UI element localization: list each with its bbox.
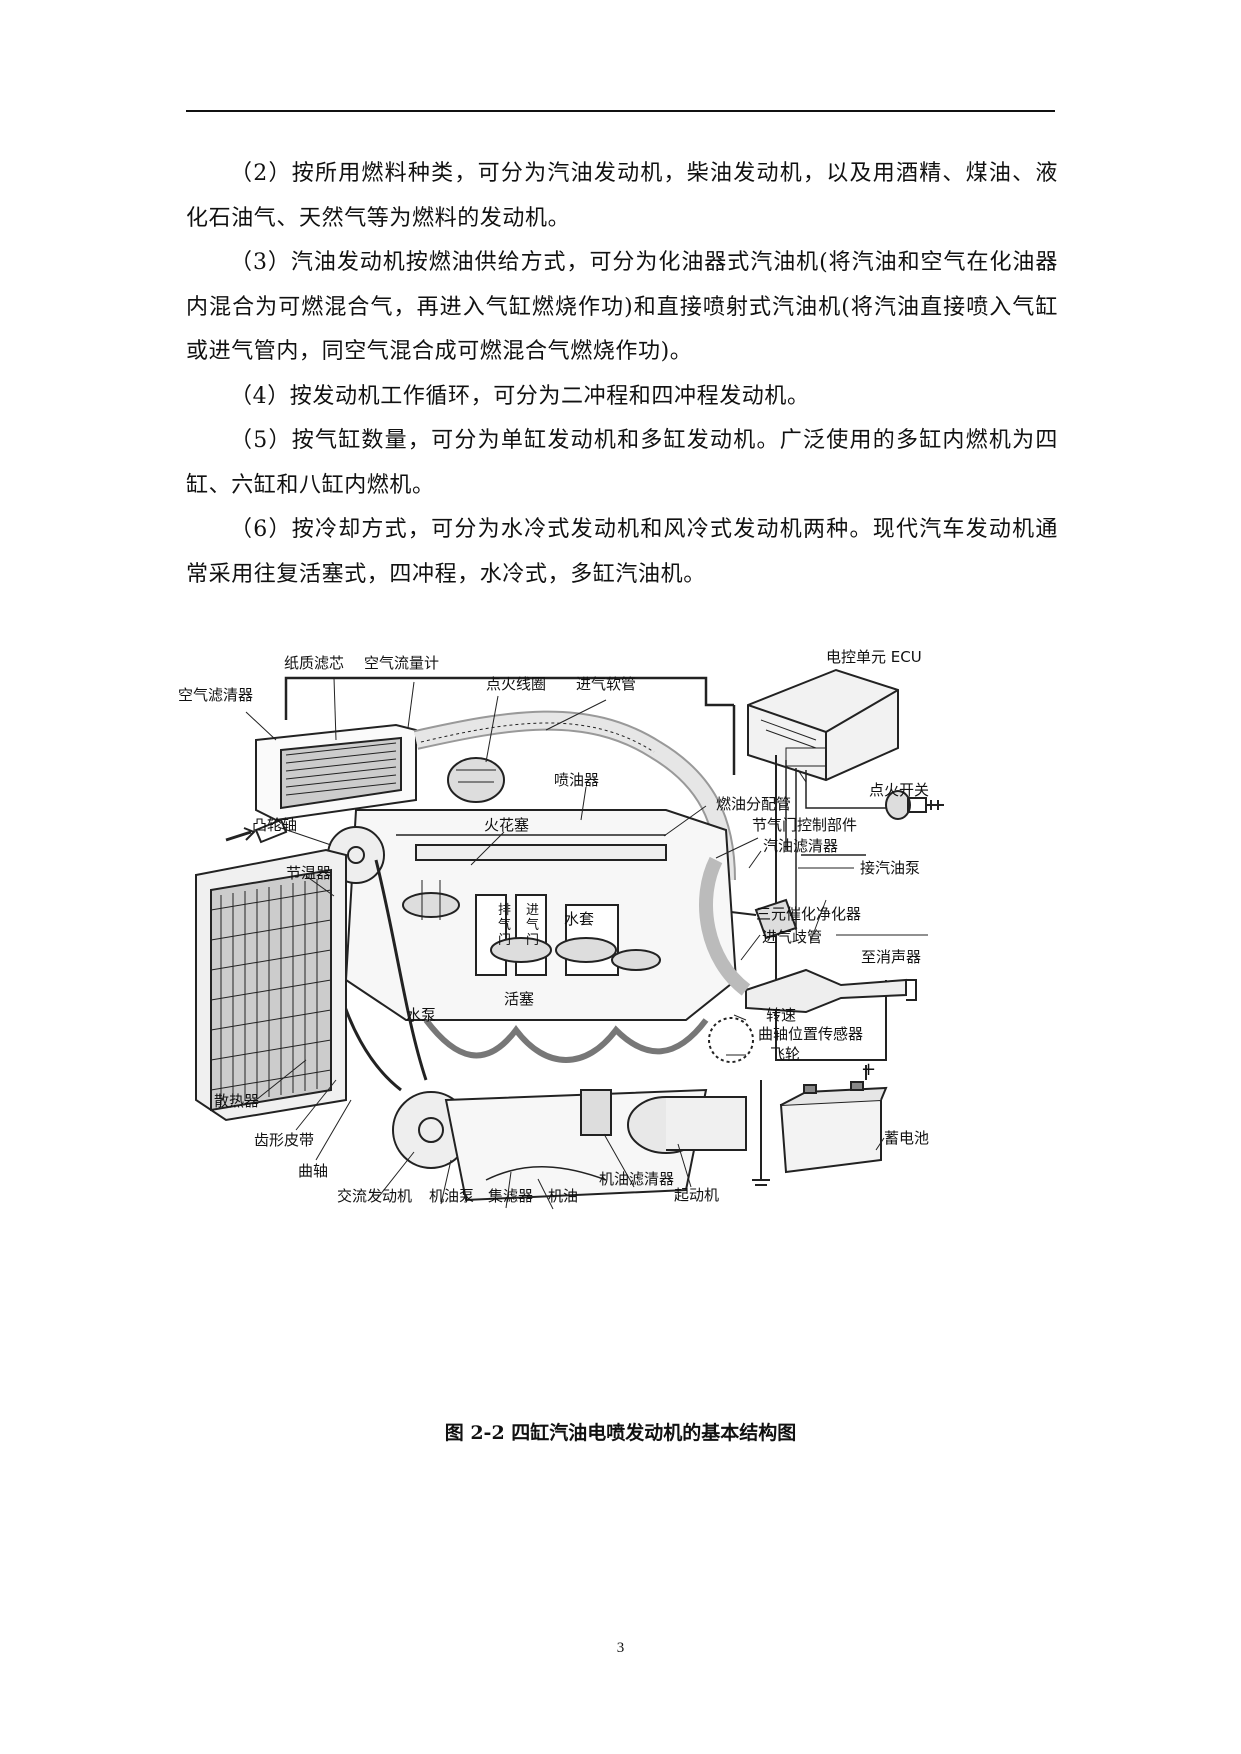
label-intake-manifold: 进气歧管 bbox=[762, 928, 823, 946]
label-to-fuel-pump: 接汽油泵 bbox=[860, 859, 921, 877]
intake-hose-drawing bbox=[413, 710, 736, 881]
engine-illustration bbox=[195, 668, 944, 1210]
radiator-drawing bbox=[195, 848, 347, 1122]
label-radiator: 散热器 bbox=[214, 1092, 260, 1110]
label-camshaft: 凸轮轴 bbox=[252, 816, 298, 834]
label-oil: 机油 bbox=[548, 1187, 579, 1205]
label-to-muffler: 至消声器 bbox=[861, 948, 922, 966]
ignition-switch-drawing bbox=[885, 790, 944, 820]
label-intake-hose: 进气软管 bbox=[576, 675, 637, 693]
label-alternator: 交流发动机 bbox=[337, 1187, 413, 1205]
label-timing-belt: 齿形皮带 bbox=[254, 1131, 315, 1149]
label-speed-sensor-2: 曲轴位置传感器 bbox=[758, 1025, 864, 1043]
label-plus: + bbox=[861, 1059, 877, 1080]
fuel-filter-drawing bbox=[730, 898, 798, 940]
label-speed-sensor-1: 转速 bbox=[766, 1006, 797, 1024]
leader-lines bbox=[245, 677, 928, 1210]
label-catalytic: 三元催化净化器 bbox=[756, 905, 862, 923]
label-air-flow-meter: 空气流量计 bbox=[364, 654, 440, 672]
label-intake-valve: 进气门 bbox=[526, 903, 540, 948]
label-strainer: 集滤器 bbox=[488, 1187, 534, 1205]
engine-block-drawing bbox=[344, 809, 738, 1021]
page-number: 3 bbox=[616, 1640, 625, 1656]
figure-caption: 图 2-2 四缸汽油电喷发动机的基本结构图 bbox=[444, 1422, 797, 1444]
label-battery: 蓄电池 bbox=[884, 1129, 930, 1147]
starter-drawing bbox=[580, 1089, 747, 1154]
label-exhaust-valve: 排气门 bbox=[498, 903, 512, 948]
label-air-cleaner: 空气滤清器 bbox=[178, 686, 254, 704]
ignition-coil-drawing bbox=[447, 757, 505, 803]
label-oil-filter: 机油滤清器 bbox=[599, 1170, 675, 1188]
label-ecu: 电控单元 ECU bbox=[826, 648, 922, 666]
paragraph: （2）按所用燃料种类，可分为汽油发动机，柴油发动机，以及用酒精、煤油、液化石油气… bbox=[186, 161, 1058, 231]
label-spark-plug: 火花塞 bbox=[484, 816, 530, 834]
body-text: （2）按所用燃料种类，可分为汽油发动机，柴油发动机，以及用酒精、煤油、液化石油气… bbox=[186, 152, 1058, 597]
flywheel-drawing bbox=[708, 1017, 754, 1063]
label-oil-pump: 机油泵 bbox=[429, 1187, 475, 1205]
label-crankshaft: 曲轴 bbox=[298, 1162, 329, 1180]
label-starter: 起动机 bbox=[674, 1186, 720, 1204]
battery-drawing bbox=[752, 1065, 888, 1186]
label-water-pump: 水泵 bbox=[406, 1006, 437, 1024]
ecu-unit bbox=[747, 668, 899, 782]
label-injector: 喷油器 bbox=[554, 771, 600, 789]
header-rule bbox=[186, 110, 1055, 112]
label-fuel-rail: 燃油分配管 bbox=[716, 795, 792, 813]
label-ignition-switch: 点火开关 bbox=[869, 781, 930, 799]
label-flywheel: 飞轮 bbox=[770, 1045, 801, 1063]
label-fuel-filter: 汽油滤清器 bbox=[763, 837, 839, 855]
paragraph: （6）按冷却方式，可分为水冷式发动机和风冷式发动机两种。现代汽车发动机通常采用往… bbox=[186, 517, 1058, 587]
paragraph: （4）按发动机工作循环，可分为二冲程和四冲程发动机。 bbox=[230, 383, 810, 409]
label-piston: 活塞 bbox=[504, 990, 535, 1008]
label-ignition-coil: 点火线圈 bbox=[486, 675, 547, 693]
label-throttle-part: 节气门控制部件 bbox=[752, 816, 858, 834]
engine-diagram: 电控单元 ECU 纸质滤芯 空气流量计 点火线圈 进气软管 空气滤清器 点火开关… bbox=[178, 649, 1061, 1360]
exhaust-drawing bbox=[699, 856, 917, 1014]
label-paper-filter: 纸质滤芯 bbox=[284, 654, 345, 672]
paragraph: （3）汽油发动机按燃油供给方式，可分为化油器式汽油机(将汽油和空气在化油器内混合… bbox=[186, 250, 1058, 364]
paragraph: （5）按气缸数量，可分为单缸发动机和多缸发动机。广泛使用的多缸内燃机为四缸、六缸… bbox=[186, 428, 1058, 498]
air-cleaner-drawing bbox=[225, 723, 417, 844]
label-water-jacket: 水套 bbox=[564, 910, 595, 928]
label-thermostat: 节温器 bbox=[286, 864, 332, 882]
